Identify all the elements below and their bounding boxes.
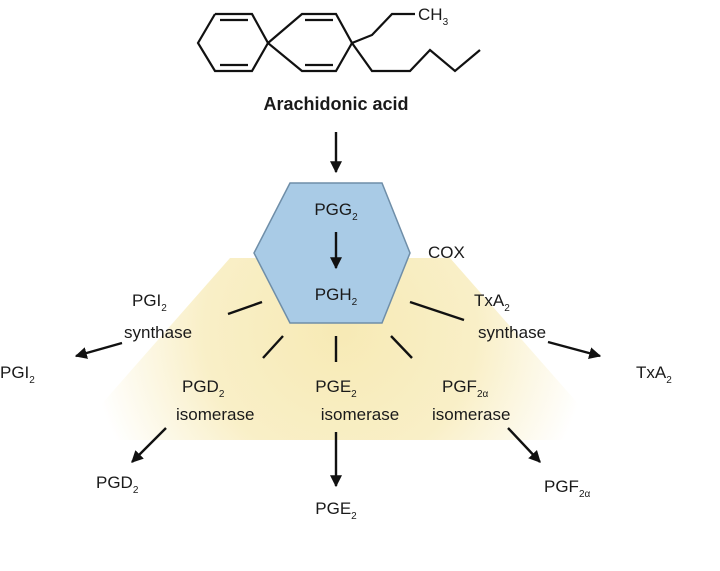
txa-synthase-label: synthase — [478, 323, 546, 342]
spoke-pgi — [227, 300, 263, 316]
spoke-pgf — [390, 335, 413, 359]
arrow-to-txa2 — [547, 340, 602, 359]
cox-hexagon — [253, 182, 411, 324]
pgg2-label: PGG2 — [314, 200, 358, 223]
pgd2-product: PGD2 — [96, 473, 139, 496]
pgf2a-product: PGF2α — [544, 477, 591, 500]
pgf-isomerase-name: PGF2α — [442, 377, 489, 400]
arrow-to-pgf2a — [507, 427, 541, 463]
txa-synthase-name: TxA2 — [474, 291, 510, 314]
spoke-txa — [409, 300, 465, 322]
pgi-synthase-label: synthase — [124, 323, 192, 342]
pgi2-product: PGI2 — [0, 363, 35, 386]
pge-isomerase-name: PGE2 — [315, 377, 357, 400]
pge-isomerase-label: isomerase — [321, 405, 399, 424]
cox-enzyme-label: COX — [428, 243, 465, 262]
pgf-isomerase-label: isomerase — [432, 405, 510, 424]
pgi-synthase-name: PGI2 — [132, 291, 167, 314]
pgh2-label: PGH2 — [315, 285, 358, 308]
arachidonic-acid-structure — [196, 12, 481, 73]
arrow-to-pgd2 — [131, 427, 167, 463]
pge2-product: PGE2 — [315, 499, 357, 522]
glow-fan — [70, 258, 610, 440]
pgd-isomerase-label: isomerase — [176, 405, 254, 424]
arachidonic-acid-label: Arachidonic acid — [263, 94, 408, 114]
txa2-product: TxA2 — [636, 363, 672, 386]
arrow-to-pgi2 — [74, 341, 123, 359]
methyl-group-label: CH3 — [418, 5, 449, 28]
pgd-isomerase-name: PGD2 — [182, 377, 225, 400]
spoke-pgd — [262, 335, 284, 359]
